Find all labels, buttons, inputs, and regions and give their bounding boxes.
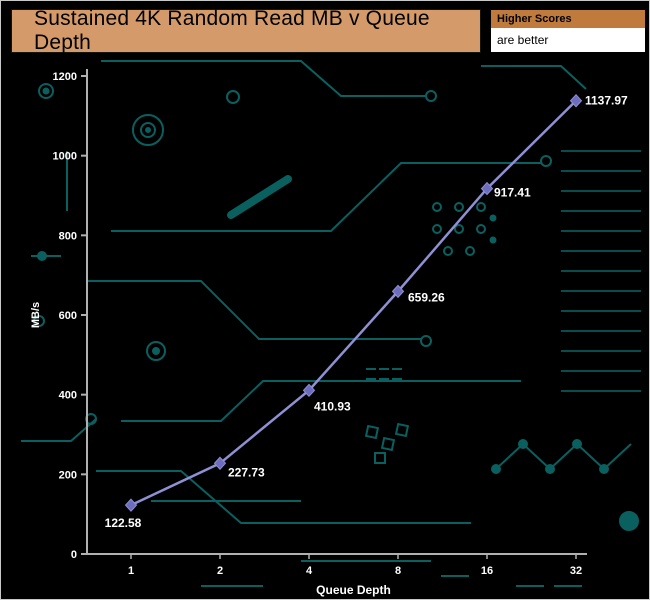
y-tick-label: 600 xyxy=(59,310,77,322)
x-tick-label: 16 xyxy=(481,565,493,577)
x-tick-label: 8 xyxy=(395,565,401,577)
data-point-marker xyxy=(302,383,316,398)
data-point-marker xyxy=(569,93,583,108)
data-point-label: 410.93 xyxy=(314,399,351,413)
y-tick-label: 0 xyxy=(71,549,77,561)
data-point-label: 917.41 xyxy=(494,186,531,200)
x-axis-title: Queue Depth xyxy=(316,583,391,597)
x-tick-label: 1 xyxy=(128,565,134,577)
data-point-marker xyxy=(391,284,405,299)
y-tick-label: 1000 xyxy=(53,151,77,163)
y-tick-label: 800 xyxy=(59,230,77,242)
x-tick-label: 4 xyxy=(306,565,313,577)
data-point-label: 1137.97 xyxy=(585,94,628,108)
data-point-marker xyxy=(213,456,227,471)
x-tick-label: 2 xyxy=(217,565,223,577)
data-point-marker xyxy=(124,498,138,512)
data-point-label: 227.73 xyxy=(228,465,265,479)
score-note-body: are better xyxy=(491,28,645,52)
score-note-header: Higher Scores xyxy=(491,10,645,28)
axes xyxy=(86,69,587,555)
data-point-label: 122.58 xyxy=(105,516,142,530)
x-tick-label: 32 xyxy=(570,565,582,577)
y-tick-label: 400 xyxy=(59,390,77,402)
chart-title-box: Sustained 4K Random Read MB v Queue Dept… xyxy=(11,7,481,54)
y-tick-label: 200 xyxy=(59,469,77,481)
data-line xyxy=(130,99,577,507)
chart-title: Sustained 4K Random Read MB v Queue Dept… xyxy=(34,7,430,54)
data-point-label: 659.26 xyxy=(408,290,445,304)
score-note-box: Higher Scores are better xyxy=(490,9,646,53)
data-point-marker xyxy=(480,181,494,196)
y-tick-label: 1200 xyxy=(53,71,77,83)
y-axis-title: MB/s xyxy=(30,302,42,328)
